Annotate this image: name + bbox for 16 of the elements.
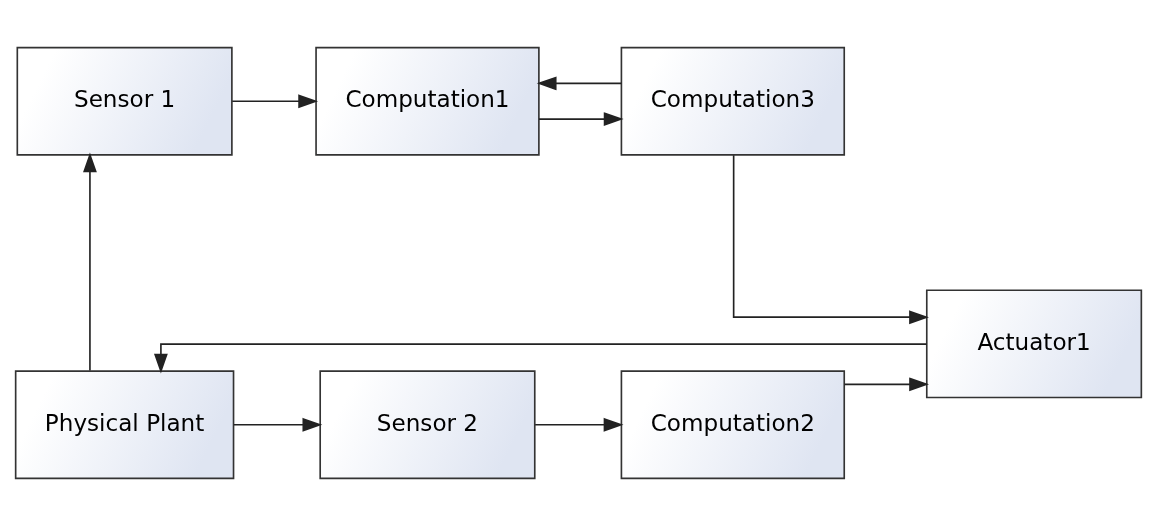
arrow [83, 152, 97, 371]
node-box: Actuator1 [925, 288, 1143, 398]
node-box: Computation2 [620, 369, 846, 479]
node-box: Computation1 [315, 46, 540, 156]
arrow [536, 75, 623, 90]
arrow [843, 376, 929, 391]
arrow [538, 111, 624, 126]
arrow [231, 93, 319, 108]
node-box: Physical Plant [14, 369, 235, 479]
arrow [153, 342, 928, 373]
node-box: Sensor 1 [16, 46, 233, 156]
node-box: Computation3 [620, 46, 846, 156]
arrow [732, 153, 929, 324]
arrow [233, 417, 323, 432]
node-box: Sensor 2 [319, 369, 536, 479]
arrow [534, 417, 624, 432]
